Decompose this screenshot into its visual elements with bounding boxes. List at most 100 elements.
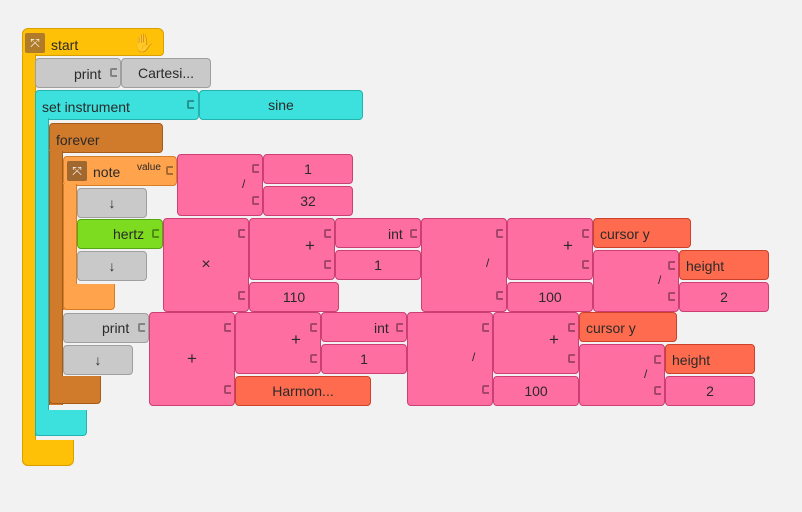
note-label: note xyxy=(93,164,121,180)
hertz-divide-op: / xyxy=(486,256,490,270)
note-den-socket xyxy=(252,196,259,205)
forever-foot xyxy=(49,376,101,404)
note-numerator[interactable]: 1 xyxy=(263,154,353,184)
hertz-div2-socket-2 xyxy=(668,292,675,301)
hertz-height[interactable] xyxy=(679,250,769,280)
hertz-plus-socket-2 xyxy=(324,260,331,269)
start-block-foot xyxy=(22,440,74,466)
hertz-plus2-op: + xyxy=(563,236,573,255)
hertz-plus-op: + xyxy=(305,236,315,255)
hertz-label: hertz xyxy=(113,226,145,242)
print2-down-arrow[interactable]: ↓ xyxy=(63,345,133,375)
print2-divide2-block[interactable] xyxy=(579,344,665,406)
print-label: print xyxy=(74,66,102,82)
hertz-plus-socket-1 xyxy=(324,229,331,238)
note-arm xyxy=(63,184,77,310)
hertz-div-socket-2 xyxy=(496,291,503,300)
print2-plus2-op: + xyxy=(549,330,559,349)
print2-plus-block[interactable]: + xyxy=(149,312,235,406)
print2-label: print xyxy=(102,320,130,336)
hertz-block[interactable] xyxy=(77,219,163,249)
print2-cursor-y[interactable] xyxy=(579,312,677,342)
forever-label: forever xyxy=(56,132,100,148)
note-down-arrow-2[interactable]: ↓ xyxy=(77,251,147,281)
hand-icon: ✋ xyxy=(132,33,155,53)
print2-inner-socket-1 xyxy=(310,323,317,332)
print2-one[interactable]: 1 xyxy=(321,344,407,374)
print2-int-label: int xyxy=(374,320,389,336)
note-denominator[interactable]: 32 xyxy=(263,186,353,216)
note-divide-op: / xyxy=(242,177,246,191)
hertz-plus2-socket-2 xyxy=(582,260,589,269)
print2-inner-plus-block[interactable] xyxy=(235,312,321,374)
print-block[interactable] xyxy=(35,58,121,88)
print2-cursor-y-label: cursor y xyxy=(586,320,636,336)
collapse-icon[interactable]: ⤧ xyxy=(67,161,87,181)
print2-two[interactable]: 2 xyxy=(665,376,755,406)
instrument-socket xyxy=(187,100,194,109)
print-text-argument[interactable]: Cartesi... xyxy=(121,58,211,88)
hertz-height-label: height xyxy=(686,258,725,274)
hertz-two[interactable]: 2 xyxy=(679,282,769,312)
print2-divide-block[interactable] xyxy=(407,312,493,406)
print2-height-label: height xyxy=(672,352,711,368)
set-instrument-block[interactable] xyxy=(35,90,199,120)
hertz-divide2-block[interactable] xyxy=(593,250,679,312)
print2-inner-socket-2 xyxy=(310,354,317,363)
hertz-plus2-block[interactable] xyxy=(507,218,593,280)
hertz-plus-block[interactable] xyxy=(249,218,335,280)
collapse-icon[interactable]: ⤧ xyxy=(25,33,45,53)
note-divide-block[interactable] xyxy=(177,154,263,216)
note-foot xyxy=(63,284,115,310)
print2-hundred[interactable]: 100 xyxy=(493,376,579,406)
forever-arm xyxy=(49,151,63,405)
hertz-divide-block[interactable] xyxy=(421,218,507,312)
print2-int-block[interactable] xyxy=(321,312,407,342)
note-down-arrow-1[interactable]: ↓ xyxy=(77,188,147,218)
print2-divide-op: / xyxy=(472,350,476,364)
note-num-socket xyxy=(252,164,259,173)
hertz-cursor-y[interactable] xyxy=(593,218,691,248)
set-instrument-foot xyxy=(35,410,87,436)
hertz-int-socket xyxy=(410,229,417,238)
hertz-div-socket-1 xyxy=(496,229,503,238)
print2-div2-socket-2 xyxy=(654,386,661,395)
print2-div-socket-1 xyxy=(482,323,489,332)
print2-plus-socket-2 xyxy=(224,385,231,394)
note-value-label: value xyxy=(137,162,161,173)
hertz-int-label: int xyxy=(388,226,403,242)
print-socket xyxy=(110,68,117,77)
print2-int-socket xyxy=(396,323,403,332)
hertz-hundred[interactable]: 100 xyxy=(507,282,593,312)
note-value-socket xyxy=(166,166,173,175)
hertz-multiply-block[interactable]: × xyxy=(163,218,249,312)
hertz-int-block[interactable] xyxy=(335,218,421,248)
print2-div-socket-2 xyxy=(482,385,489,394)
print2-socket xyxy=(138,323,145,332)
hertz-base[interactable]: 110 xyxy=(249,282,339,312)
hertz-mul-socket-1 xyxy=(238,229,245,238)
print2-text[interactable]: Harmon... xyxy=(235,376,371,406)
hertz-divide2-op: / xyxy=(658,273,662,287)
print2-block[interactable] xyxy=(63,313,149,343)
print2-plus-socket-1 xyxy=(224,323,231,332)
print2-inner-plus-op: + xyxy=(291,330,301,349)
hertz-cursor-y-label: cursor y xyxy=(600,226,650,242)
start-block-arm xyxy=(22,54,36,466)
print2-divide2-op: / xyxy=(644,367,648,381)
set-instrument-arm xyxy=(35,118,49,436)
print2-plus2-socket-2 xyxy=(568,354,575,363)
forever-block[interactable] xyxy=(49,123,163,153)
print2-height[interactable] xyxy=(665,344,755,374)
print2-div2-socket-1 xyxy=(654,355,661,364)
set-instrument-label: set instrument xyxy=(42,99,130,115)
print2-plus2-socket-1 xyxy=(568,323,575,332)
start-block[interactable] xyxy=(22,28,164,56)
start-label: start xyxy=(51,37,79,53)
hertz-div2-socket-1 xyxy=(668,261,675,270)
instrument-value[interactable]: sine xyxy=(199,90,363,120)
hertz-mul-socket-2 xyxy=(238,291,245,300)
hertz-plus2-socket-1 xyxy=(582,229,589,238)
print2-plus2-block[interactable] xyxy=(493,312,579,374)
hertz-one[interactable]: 1 xyxy=(335,250,421,280)
